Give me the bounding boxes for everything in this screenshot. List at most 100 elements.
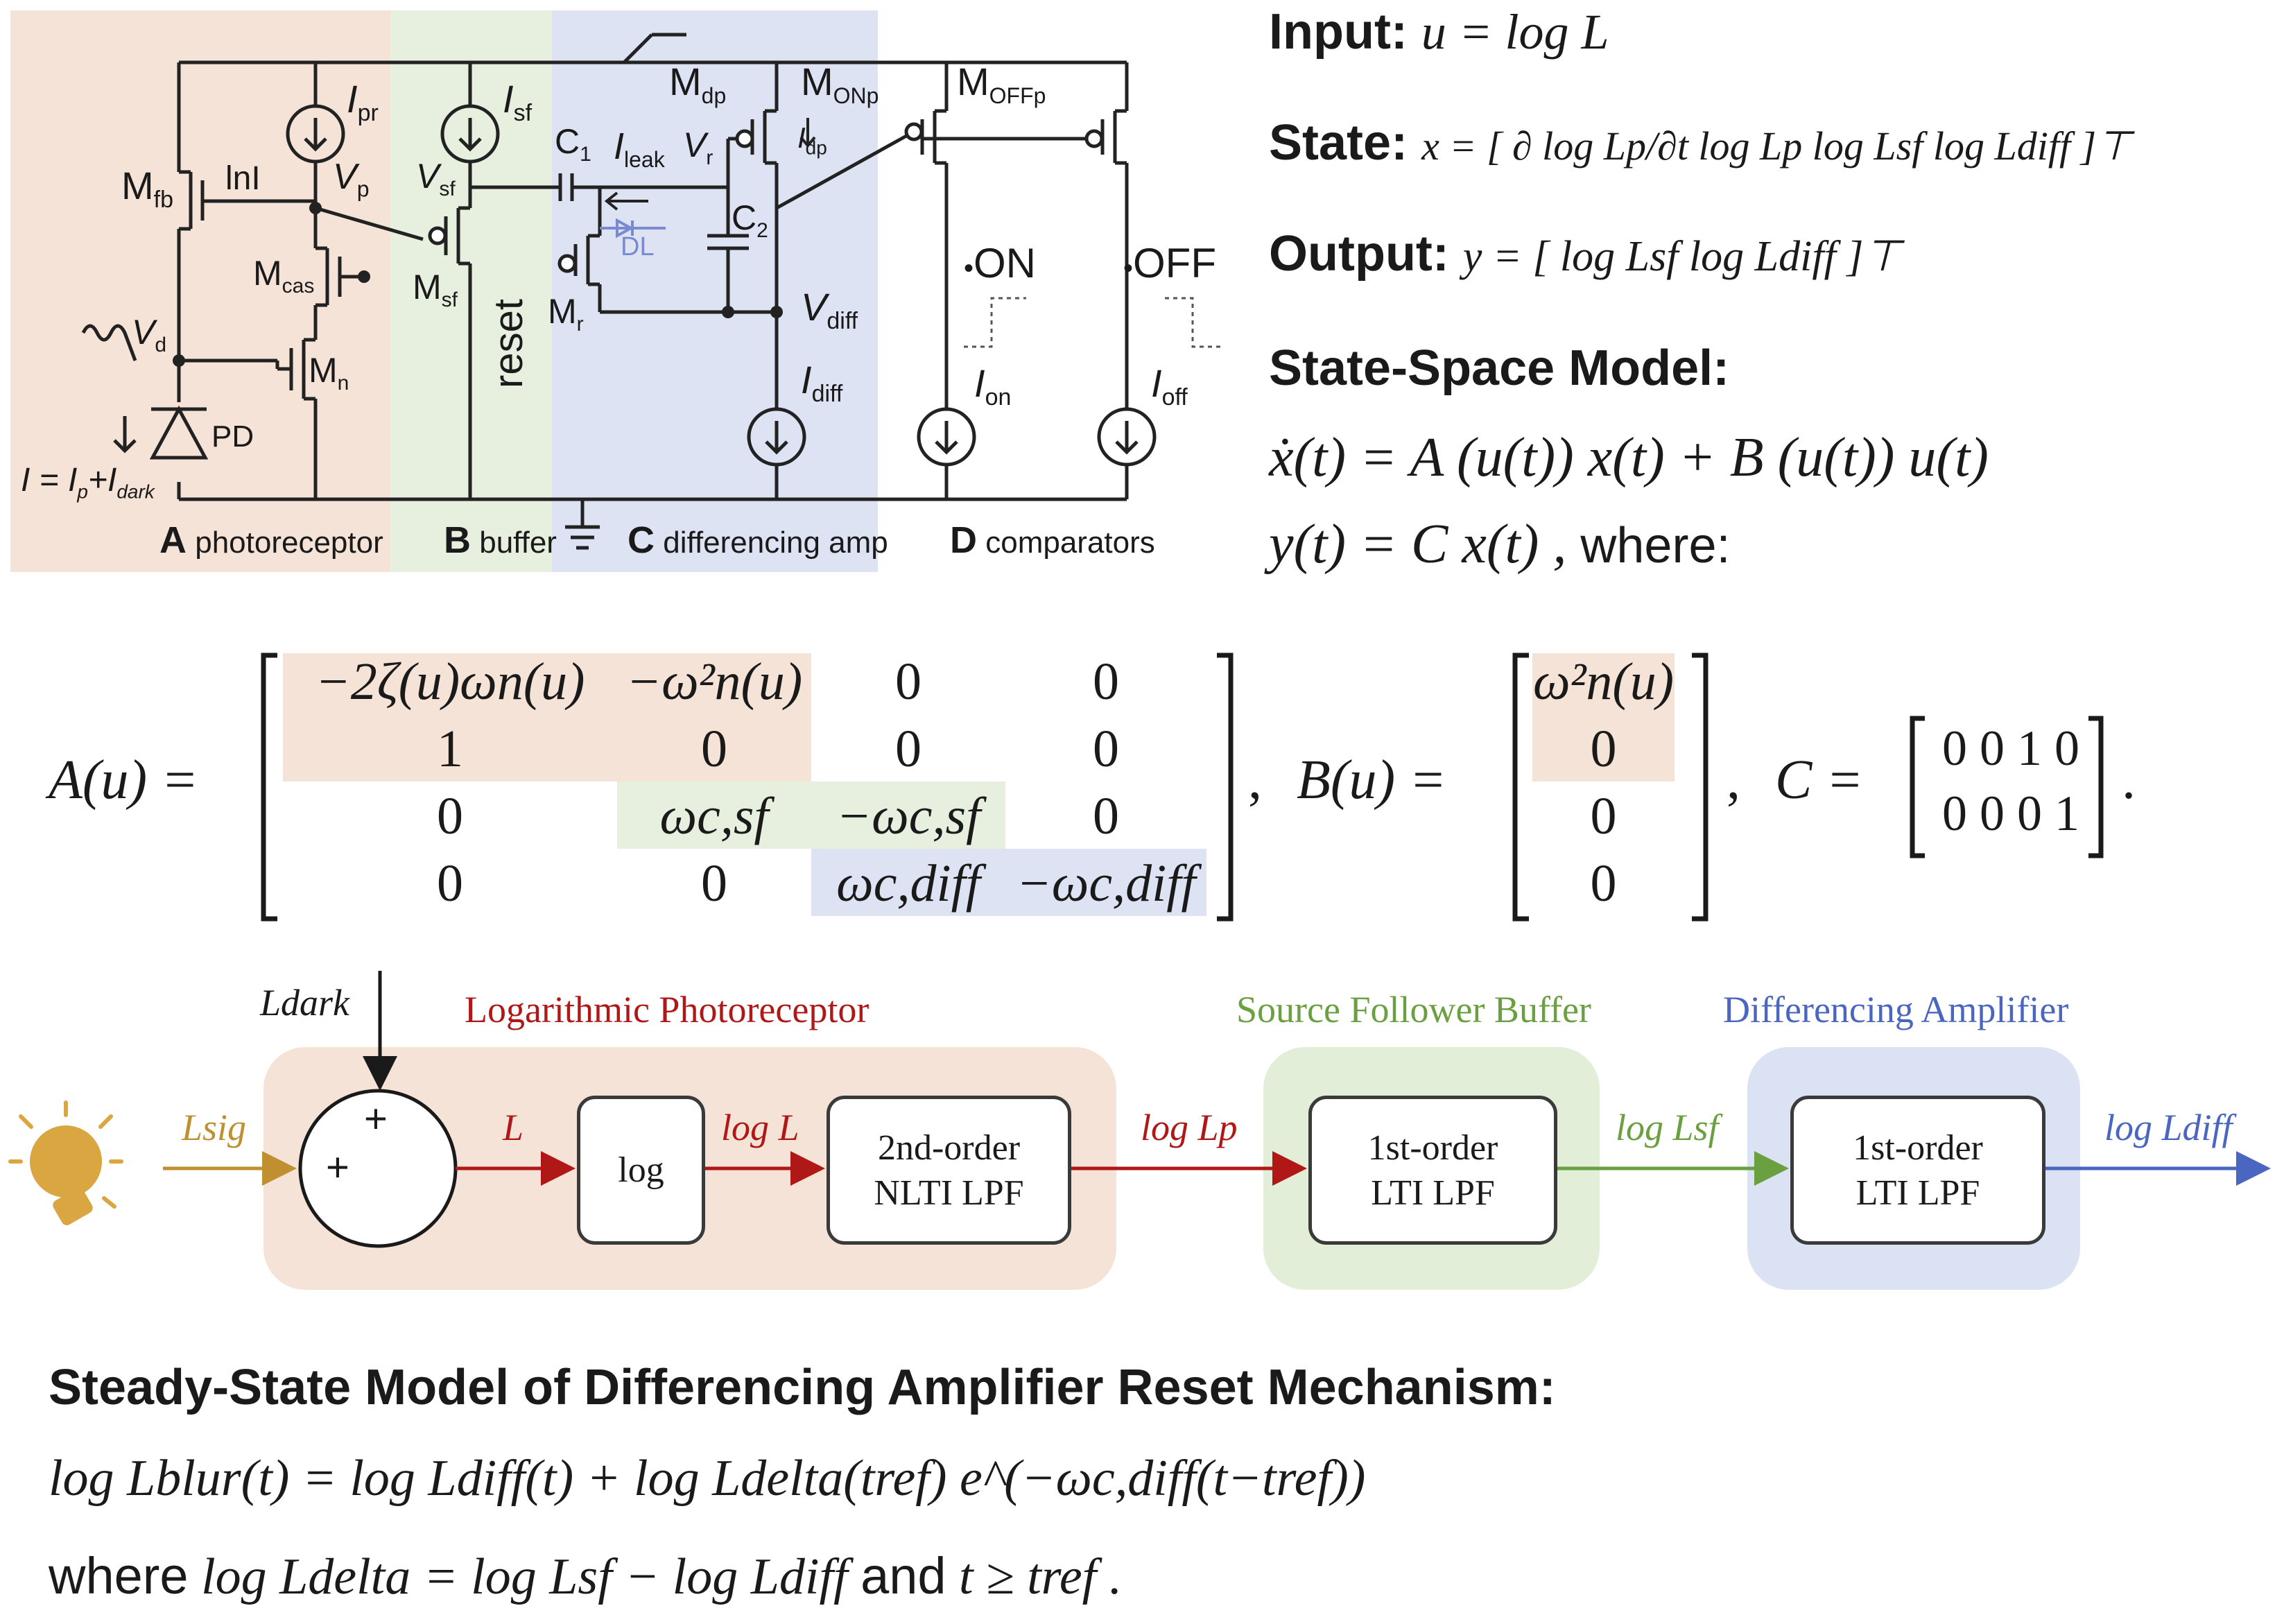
label-on: •ON	[964, 240, 1037, 286]
lpf-sf-line2: LTI LPF	[1371, 1173, 1495, 1213]
matrix-c-label: C =	[1775, 750, 1864, 811]
stage-b-caption: B buffer	[444, 519, 557, 561]
b-cell-3: 0	[1590, 854, 1617, 913]
lpf-sf-line1: 1st-order	[1367, 1128, 1498, 1168]
a-cell-02: 0	[895, 653, 922, 711]
signal-log-l: log L	[721, 1107, 799, 1148]
signal-l-sig: Lsig	[182, 1107, 247, 1148]
label-v-r: Vr	[683, 126, 713, 169]
a-cell-33: −ωc,diff	[1016, 854, 1196, 913]
light-bulb-icon	[8, 1100, 123, 1225]
a-cell-11: 0	[701, 720, 727, 778]
steady-state-eq2: where log Ldelta = log Lsf − log Ldiff a…	[49, 1547, 1123, 1605]
leak-diode-icon	[600, 218, 666, 239]
stage-a-caption: A photoreceptor	[159, 519, 383, 561]
label-pd: PD	[211, 420, 254, 453]
lpf-diff-line1: 1st-order	[1853, 1128, 1983, 1168]
label-current-eq: I = Ip+Idark	[21, 462, 155, 503]
label-m-sf: Msf	[413, 268, 458, 311]
label-m-dp: Mdp	[669, 60, 727, 109]
model-ss-eq1: ẋ(t) = A (u(t)) x(t) + B (u(t)) u(t)	[1269, 427, 1989, 488]
sum-plus-top: +	[364, 1096, 388, 1141]
a-cell-00: −2ζ(u)ωn(u)	[315, 653, 585, 711]
signal-log-lsf: log Lsf	[1616, 1107, 1719, 1148]
photoreceptor-title: Logarithmic Photoreceptor	[465, 989, 870, 1030]
a-cell-32: ωc,diff	[836, 854, 980, 913]
matrix-c-brackets	[1910, 716, 2104, 858]
a-cell-31: 0	[701, 854, 727, 913]
block-diagram-wires	[8, 971, 2271, 1248]
model-input: Input: u = log L	[1269, 4, 1609, 60]
diff-title: Differencing Amplifier	[1723, 989, 2069, 1030]
buffer-title: Source Follower Buffer	[1236, 989, 1591, 1030]
label-v-p: Vp	[333, 157, 370, 202]
a-cell-12: 0	[895, 720, 922, 778]
label-v-sf: Vsf	[416, 157, 456, 200]
a-cell-30: 0	[437, 854, 463, 913]
a-cell-21: ωc,sf	[659, 787, 769, 845]
label-i-sf: Isf	[503, 77, 533, 127]
label-m-offp: MOFFp	[957, 60, 1046, 109]
model-ss-heading: State-Space Model:	[1269, 340, 1730, 396]
matrix-a-label: A(u) =	[49, 750, 199, 811]
label-c2: C2	[732, 198, 768, 242]
lpf-diff-block: 1st-order LTI LPF	[1790, 1096, 2045, 1245]
stage-c-caption: C differencing amp	[628, 519, 888, 561]
label-m-r: Mr	[548, 292, 584, 336]
c-row-0: 0 0 1 0	[1942, 720, 2079, 776]
circuit-schematic	[10, 10, 1220, 572]
b-cell-2: 0	[1590, 787, 1617, 845]
label-i-pr: Ipr	[347, 77, 379, 127]
signal-log-lp: log Lp	[1141, 1107, 1238, 1148]
sep-2: ,	[1727, 750, 1740, 811]
a-cell-03: 0	[1093, 653, 1119, 711]
model-state: State: x = [ ∂ log Lp/∂t log Lp log Lsf …	[1269, 115, 2131, 171]
label-i-off: Ioff	[1151, 361, 1188, 411]
c-row-1: 0 0 0 1	[1942, 786, 2079, 841]
label-m-onp: MONp	[801, 60, 879, 109]
a-cell-23: 0	[1093, 787, 1119, 845]
steady-state-heading: Steady-State Model of Differencing Ampli…	[49, 1360, 1556, 1415]
lpf2-block: 2nd-order NLTI LPF	[827, 1096, 1071, 1245]
label-ln-i: lnI	[225, 160, 261, 197]
a-cell-10: 1	[437, 720, 463, 778]
label-off: •OFF	[1123, 240, 1216, 286]
label-c1: C1	[555, 122, 591, 166]
label-reset: reset	[486, 299, 531, 388]
label-i-dp: Idp	[797, 121, 827, 159]
model-ss-eq2: y(t) = C x(t) , where:	[1269, 514, 1731, 575]
signal-l-dark: Ldark	[260, 982, 350, 1023]
steady-state-eq1: log Lblur(t) = log Ldiff(t) + log Ldelta…	[49, 1450, 1366, 1507]
stage-d-caption: D comparators	[950, 519, 1155, 561]
label-m-cas: Mcas	[253, 254, 315, 297]
a-cell-13: 0	[1093, 720, 1119, 778]
b-cell-1: 0	[1590, 720, 1617, 778]
matrix-end: .	[2122, 750, 2136, 811]
label-i-leak: Ileak	[614, 126, 665, 172]
label-i-on: Ion	[974, 361, 1012, 411]
model-output: Output: y = [ log Lsf log Ldiff ]⊤	[1269, 226, 1901, 282]
log-block: log	[577, 1096, 705, 1245]
lpf2-line2: NLTI LPF	[874, 1173, 1024, 1213]
stage-c-shade	[552, 10, 878, 572]
a-cell-22: −ωc,sf	[836, 787, 981, 845]
matrix-a-brackets	[261, 653, 1234, 922]
lpf-sf-block: 1st-order LTI LPF	[1308, 1096, 1557, 1245]
label-v-d: Vd	[132, 313, 167, 356]
matrix-b-label: B(u) =	[1297, 750, 1447, 811]
label-dl: DL	[621, 232, 655, 261]
a-block-diff	[811, 849, 1206, 916]
b-block-photoreceptor	[1532, 653, 1675, 781]
signal-log-ldiff: log Ldiff	[2104, 1107, 2233, 1148]
matrix-b-brackets	[1512, 653, 1708, 922]
label-m-n: Mn	[309, 351, 349, 395]
lpf2-line1: 2nd-order	[877, 1128, 1021, 1168]
a-block-buffer	[617, 781, 1005, 849]
label-m-fb: Mfb	[121, 164, 174, 214]
a-cell-01: −ω²n(u)	[625, 653, 803, 711]
signal-l: L	[503, 1107, 524, 1148]
lpf-diff-line2: LTI LPF	[1855, 1173, 1980, 1213]
photodiode-icon	[81, 324, 209, 460]
label-i-diff: Idiff	[801, 358, 843, 408]
label-v-diff: Vdiff	[801, 285, 858, 335]
